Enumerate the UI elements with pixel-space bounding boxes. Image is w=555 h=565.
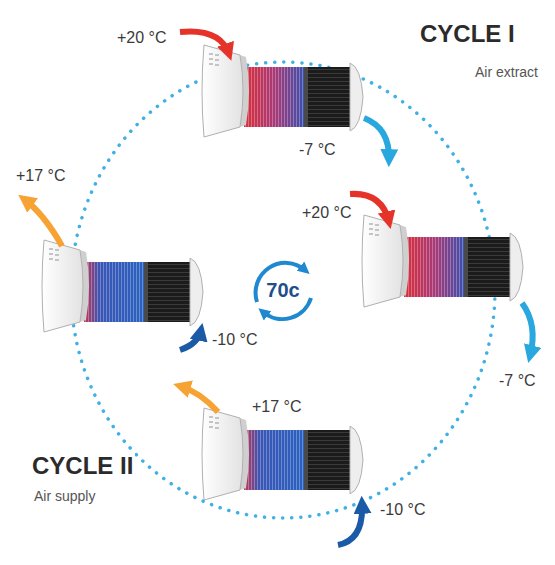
temperature-label: +20 °C xyxy=(115,28,169,47)
temperature-label: -10 °C xyxy=(378,500,428,519)
ventilator-unit xyxy=(362,215,523,307)
temperature-label: -7 °C xyxy=(297,140,338,159)
cycle-heading: CYCLE I xyxy=(418,20,517,49)
cycle-duration: 70c xyxy=(266,279,299,302)
temperature-label: +20 °C xyxy=(300,203,354,222)
cold-outflow-arrow xyxy=(364,118,389,160)
cycle-subtitle: Air supply xyxy=(32,488,97,505)
warm-inflow-arrow xyxy=(180,31,229,54)
cycle-subtitle: Air extract xyxy=(473,64,540,81)
ventilator-unit xyxy=(42,240,203,332)
cold-outflow-arrow xyxy=(522,303,533,356)
cold-inflow-arrow xyxy=(180,330,201,350)
temperature-label: +17 °C xyxy=(250,397,304,416)
temperature-label: -10 °C xyxy=(210,330,260,349)
temperature-label: -7 °C xyxy=(497,371,538,390)
cycle-path xyxy=(71,62,495,518)
ventilator-unit xyxy=(202,408,363,500)
temperature-label: +17 °C xyxy=(14,166,68,185)
supply-outflow-arrow xyxy=(24,199,62,246)
cycle-heading: CYCLE II xyxy=(30,452,135,481)
cycle-time-circle: 70c xyxy=(245,252,321,328)
ventilator-unit xyxy=(202,45,363,137)
supply-outflow-arrow xyxy=(180,386,218,412)
cold-inflow-arrow xyxy=(338,503,362,545)
warm-inflow-arrow xyxy=(350,194,389,222)
